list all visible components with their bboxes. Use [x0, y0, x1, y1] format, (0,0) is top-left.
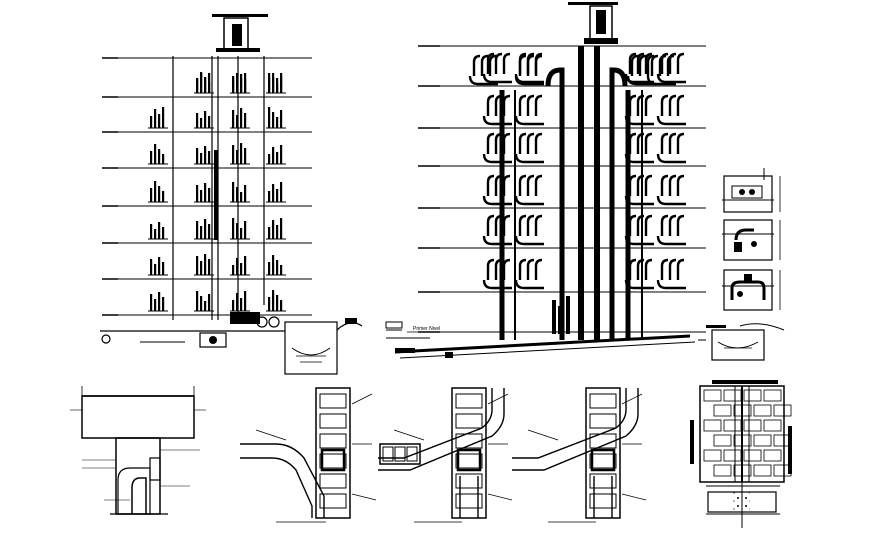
left-building-section [100, 14, 363, 375]
masonry-wall-detail [690, 380, 792, 528]
fixture-details [722, 168, 781, 311]
wall-branch-detail-3 [512, 387, 647, 523]
wall-branch-detail-1 [240, 387, 377, 523]
primer-nivel-label: Primer Nivel [413, 326, 440, 332]
wall-branch-detail-2 [378, 387, 513, 523]
right-building-section: Primer Nivel [385, 2, 785, 361]
slab-pipe-detail [70, 386, 206, 515]
